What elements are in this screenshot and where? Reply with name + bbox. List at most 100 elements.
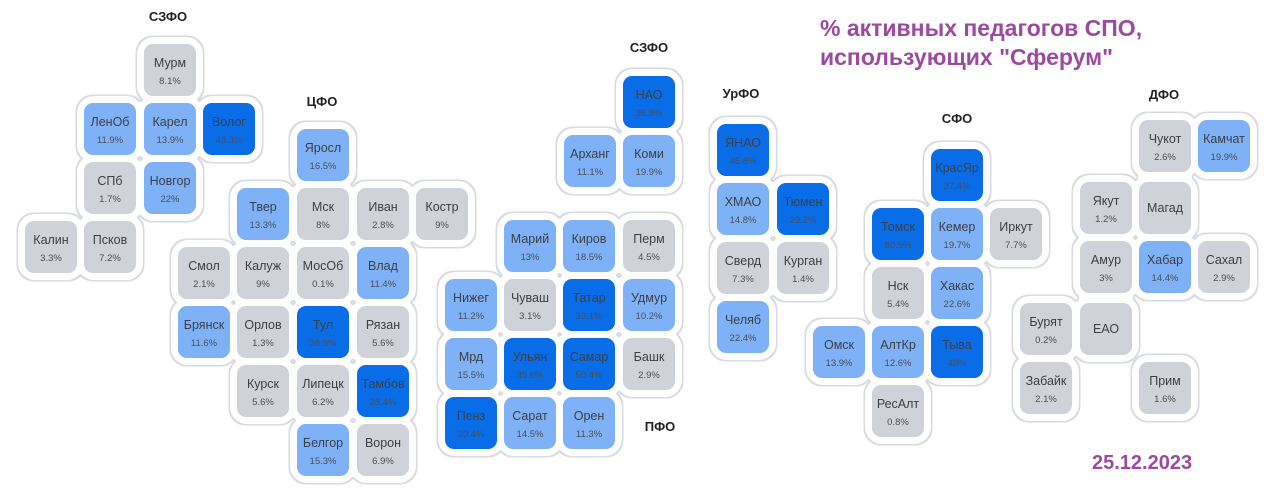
region-value: 5.6%: [252, 397, 274, 408]
region-tile-fill: [990, 208, 1042, 260]
region-tile-fill: [178, 306, 230, 358]
region-tile-fill: [504, 397, 556, 449]
region-tile-fill: [872, 208, 924, 260]
region-name: Новгор: [150, 174, 191, 188]
region-name: Липецк: [302, 377, 344, 391]
region-name: Сахал: [1206, 253, 1242, 267]
region-name: Белгор: [303, 436, 343, 450]
region-tile-fill: [1020, 303, 1072, 355]
region-tile: Прим 1.6%: [1139, 362, 1191, 414]
region-name: Перм: [633, 232, 664, 246]
region-tile-fill: [717, 301, 769, 353]
region-value: 14.5%: [517, 429, 544, 440]
region-value: 1.6%: [1154, 394, 1176, 405]
region-tile-fill: [717, 183, 769, 235]
region-tile-fill: [445, 279, 497, 331]
region-tile-fill: [1080, 241, 1132, 293]
region-value: 1.3%: [252, 338, 274, 349]
region-value: 48%: [947, 358, 967, 369]
region-name: Удмур: [631, 291, 667, 305]
region-value: 14.8%: [730, 215, 757, 226]
region-name: Орен: [574, 409, 605, 423]
region-name: Курган: [784, 254, 823, 268]
region-value: 12.6%: [885, 358, 912, 369]
region-value: 7.7%: [1005, 240, 1027, 251]
region-tile-fill: [504, 338, 556, 390]
region-tile-fill: [777, 242, 829, 294]
region-tile-fill: [1198, 241, 1250, 293]
region-value: 7.2%: [99, 253, 121, 264]
region-name: Арханг: [570, 147, 610, 161]
region-tile-fill: [144, 44, 196, 96]
region-value: 2.9%: [638, 370, 660, 381]
region-name: Кемер: [939, 220, 976, 234]
district-label: УрФО: [723, 86, 760, 101]
region-tile-fill: [297, 424, 349, 476]
region-tile-fill: [1020, 362, 1072, 414]
region-name: Марий: [511, 232, 549, 246]
region-name: Нижег: [453, 291, 489, 305]
region-value: 13.9%: [826, 358, 853, 369]
region-value: 3%: [1099, 273, 1113, 284]
region-value: 1.7%: [99, 194, 121, 205]
region-tile-fill: [237, 365, 289, 417]
region-value: 5.4%: [887, 299, 909, 310]
district-label: СЗФО: [149, 9, 187, 24]
region-name: Томск: [881, 220, 915, 234]
region-tiles: Мурм8.1%ЛенОб11.9%Карел13.9%Волог48.3%СП…: [25, 44, 1250, 476]
region-value: 6.9%: [372, 456, 394, 467]
region-tile-fill: [416, 188, 468, 240]
region-name: ЕАО: [1093, 322, 1119, 336]
region-name: Брянск: [184, 318, 225, 332]
region-value: 80.5%: [885, 240, 912, 251]
region-value: 11.9%: [97, 135, 124, 146]
region-tile-fill: [1198, 120, 1250, 172]
region-name: Тамбов: [361, 377, 405, 391]
region-value: 1.2%: [1095, 214, 1117, 225]
region-tile-fill: [563, 279, 615, 331]
region-tile-fill: [445, 338, 497, 390]
region-value: 7.3%: [732, 274, 754, 285]
region-name: Башк: [634, 350, 665, 364]
region-tile-fill: [931, 326, 983, 378]
region-value: 18.5%: [576, 252, 603, 263]
region-tile: ЕАО: [1080, 303, 1132, 355]
region-name: Ворон: [365, 436, 401, 450]
chart-title: % активных педагогов СПО, использующих "…: [820, 14, 1142, 72]
region-name: Чуваш: [511, 291, 549, 305]
region-name: Магад: [1147, 201, 1184, 215]
district-label: СФО: [942, 111, 973, 126]
region-value: 2.9%: [1213, 273, 1235, 284]
region-value: 0.1%: [312, 279, 334, 290]
region-value: 45.8%: [730, 156, 757, 167]
region-tile-fill: [237, 247, 289, 299]
region-value: 11.2%: [458, 311, 485, 322]
region-tile-fill: [931, 149, 983, 201]
region-value: 37.4%: [944, 181, 971, 192]
region-value: 22%: [160, 194, 180, 205]
region-name: Псков: [93, 233, 128, 247]
region-value: 13.9%: [157, 135, 184, 146]
region-tile-fill: [1139, 362, 1191, 414]
region-name: Коми: [634, 147, 664, 161]
district-label: СЗФО: [630, 40, 668, 55]
region-tile-fill: [84, 103, 136, 155]
region-name: Влад: [368, 259, 399, 273]
region-value: 11.3%: [576, 429, 603, 440]
region-name: Прим: [1149, 374, 1181, 388]
